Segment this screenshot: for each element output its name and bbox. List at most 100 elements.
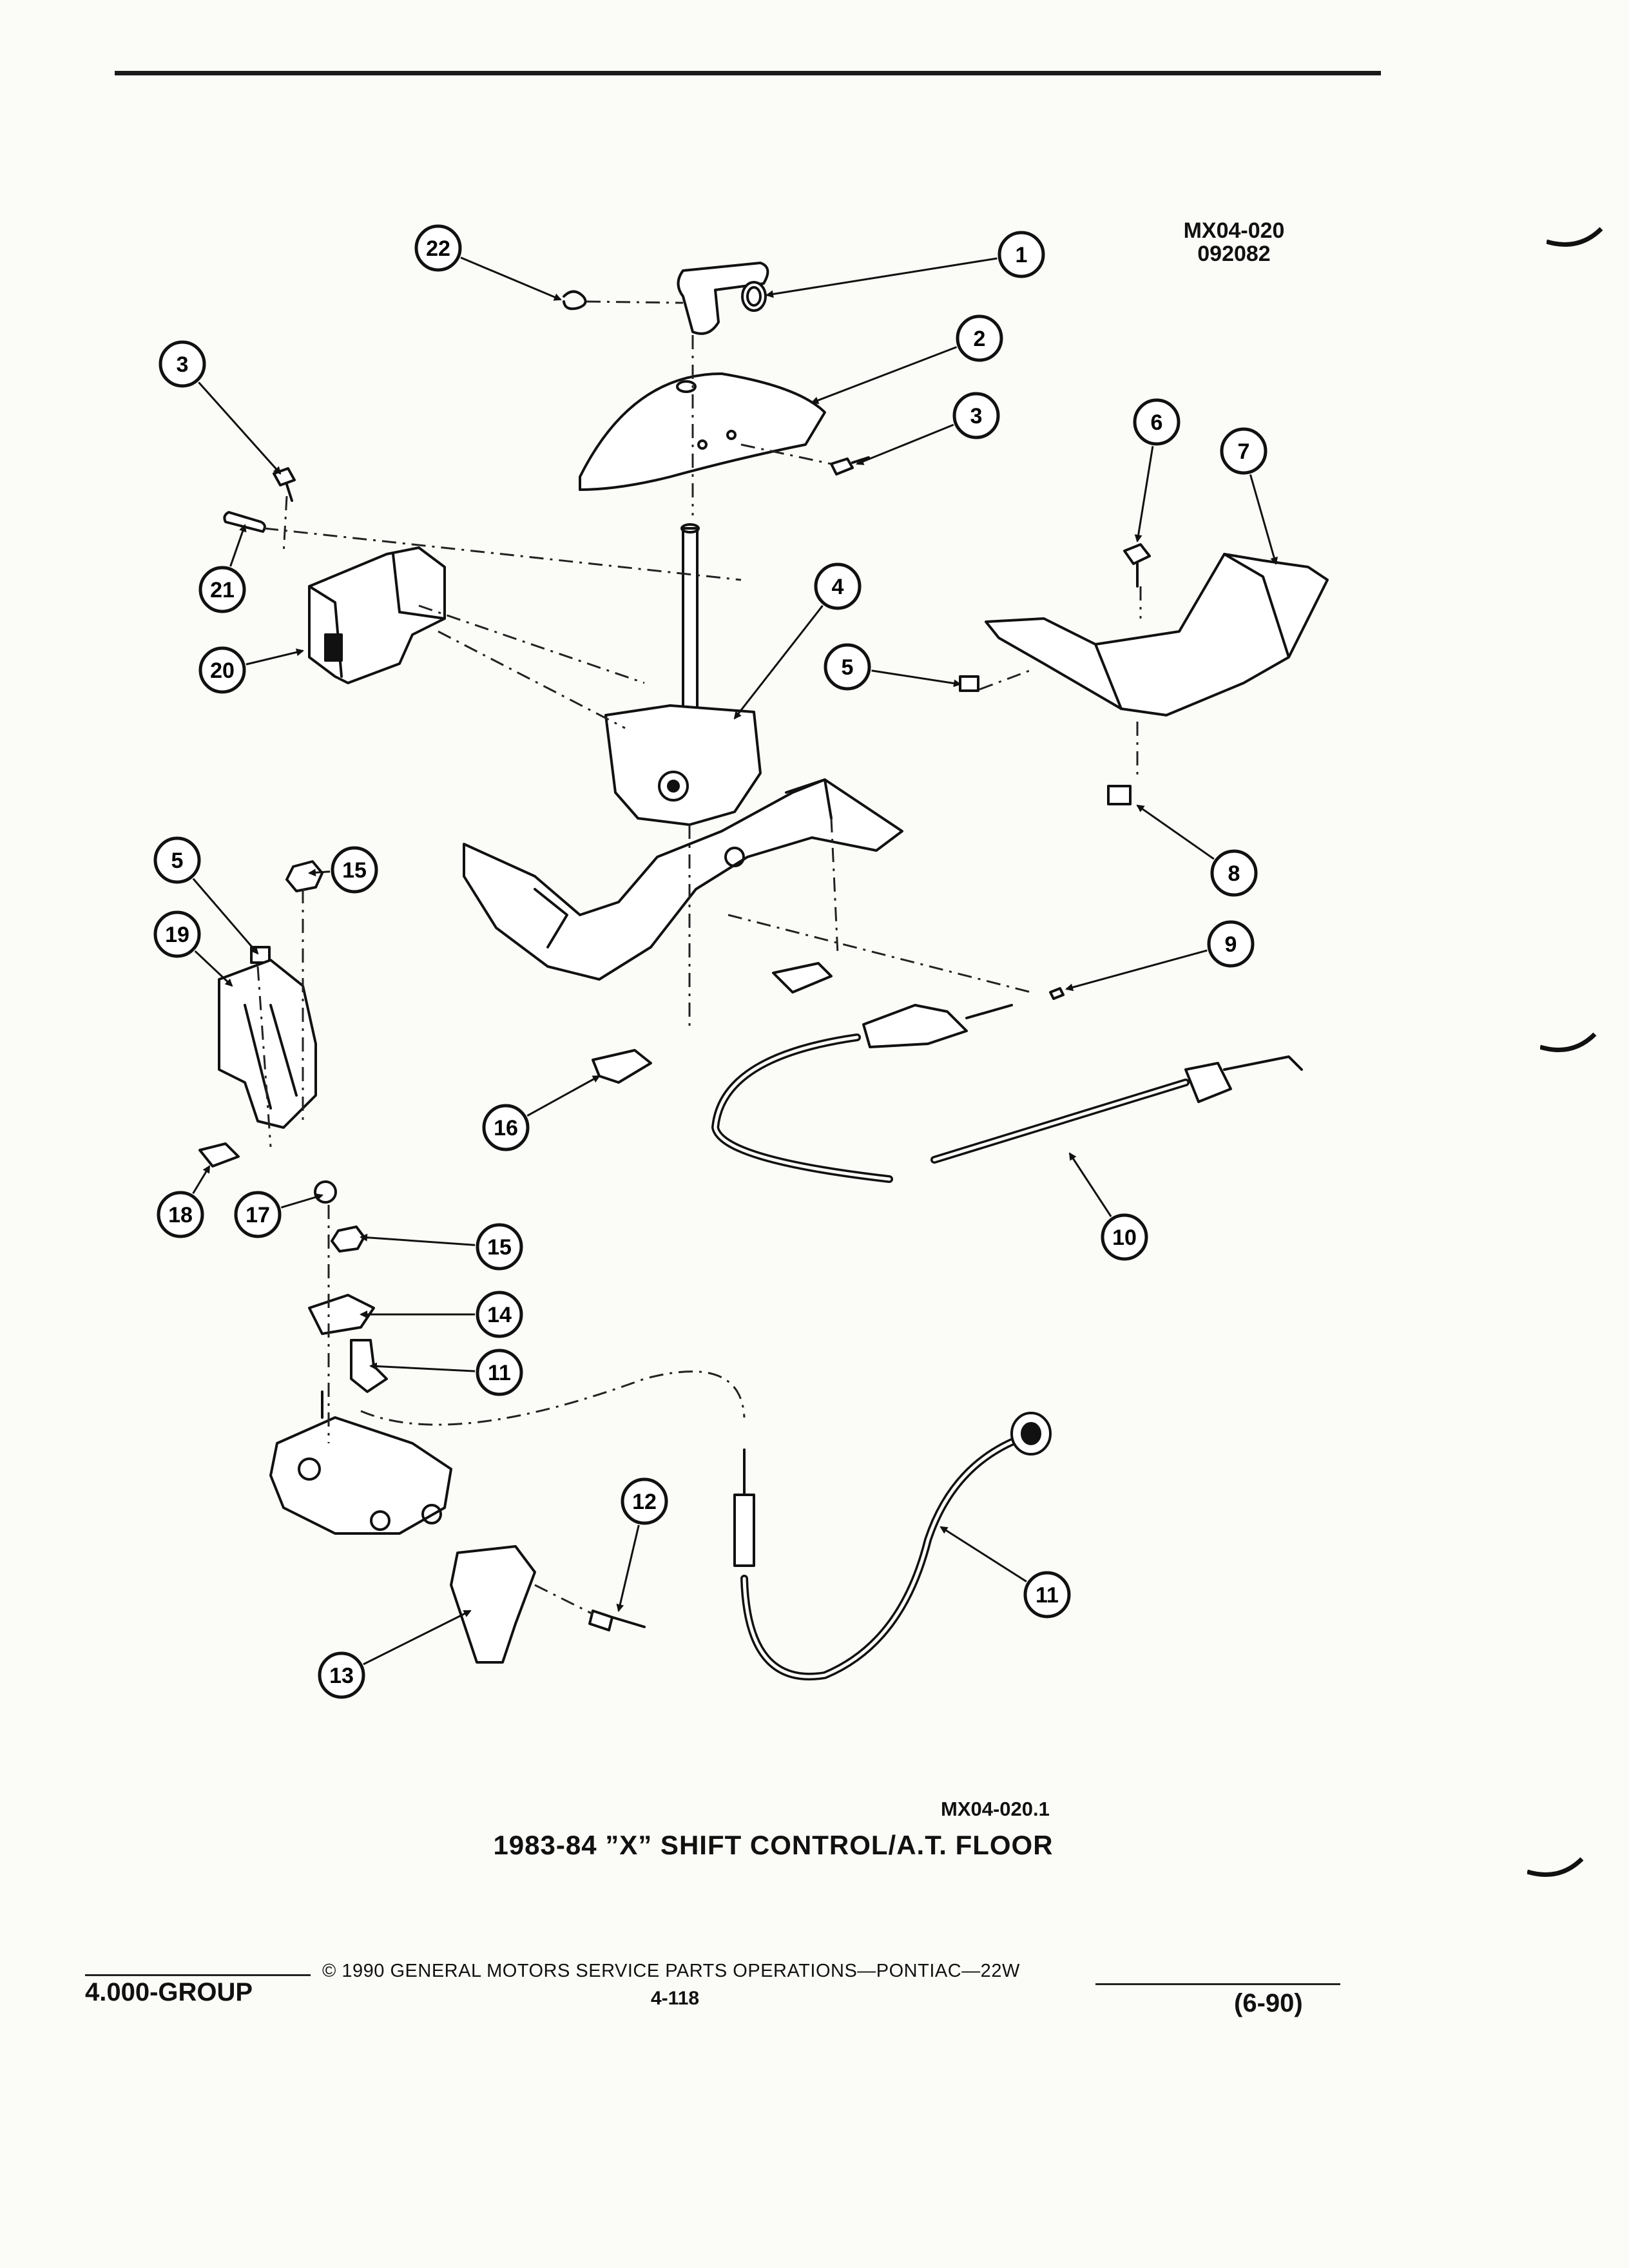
callout-number: 4 <box>832 575 844 599</box>
callout-18: 18 <box>157 1165 211 1238</box>
binder-mark <box>1547 227 1603 247</box>
callout-16: 16 <box>482 1075 601 1151</box>
drawing-code: MX04-020 <box>1183 218 1285 243</box>
callout-circle <box>1210 849 1258 897</box>
callout-circle <box>956 314 1003 362</box>
leader-line <box>1249 474 1278 565</box>
callout-circle <box>153 836 201 884</box>
bolt-part <box>1123 543 1151 588</box>
callout-circle <box>157 1191 204 1238</box>
callout-circle <box>1023 1571 1071 1619</box>
screw-part <box>273 467 296 502</box>
washer-bracket-part <box>308 1294 375 1335</box>
detent-bracket-part <box>308 546 446 684</box>
shifter-assembly-part <box>463 523 903 981</box>
leader-line <box>246 648 304 666</box>
cable-clip-part <box>198 1142 240 1168</box>
callout-15: 15 <box>308 846 378 894</box>
callout-circle <box>482 1104 530 1151</box>
nut-clip-part <box>959 675 979 692</box>
callout-circle <box>476 1349 523 1396</box>
callout-number: 5 <box>171 849 184 873</box>
callout-number: 5 <box>842 655 854 680</box>
nut-part <box>331 1225 365 1253</box>
retaining-clip-part <box>563 290 587 311</box>
leader-line <box>1134 446 1154 543</box>
callout-circle <box>331 846 378 894</box>
cable-stud-part <box>350 1339 388 1393</box>
callout-circle <box>414 224 462 272</box>
leader-line <box>369 1362 476 1372</box>
callout-circle <box>1220 427 1268 475</box>
callout-3: 3 <box>856 392 1000 465</box>
callout-number: 3 <box>177 352 189 377</box>
leader-line <box>1068 1152 1112 1218</box>
leader-line <box>229 524 247 567</box>
callout-number: 11 <box>1036 1583 1059 1608</box>
leader-line <box>308 869 331 877</box>
exploded-parts-diagram: 2212336745212051519981610181715141112111… <box>153 224 1329 1699</box>
callout-circle <box>159 340 206 388</box>
callout-6: 6 <box>1133 398 1181 543</box>
callout-circle <box>476 1291 523 1338</box>
copyright-line: © 1990 GENERAL MOTORS SERVICE PARTS OPER… <box>322 1961 1020 1981</box>
callout-circle <box>476 1223 523 1271</box>
shift-cable-part <box>711 1004 1303 1183</box>
callout-number: 9 <box>1225 932 1237 957</box>
callout-number: 10 <box>1112 1225 1137 1250</box>
callout-circle <box>1101 1213 1148 1261</box>
callout-number: 18 <box>168 1203 193 1227</box>
callout-number: 17 <box>246 1203 270 1227</box>
callout-14: 14 <box>360 1291 523 1338</box>
group-number: 4.000-GROUP <box>85 1978 253 2006</box>
callout-5: 5 <box>824 643 961 691</box>
callout-number: 15 <box>342 858 367 883</box>
callout-10: 10 <box>1068 1152 1148 1261</box>
drawing-reference-code: MX04-020 092082 <box>1153 219 1315 265</box>
nut-part <box>314 1180 337 1204</box>
callout-number: 6 <box>1151 410 1163 435</box>
cable-support-bracket-part <box>450 1545 536 1664</box>
callout-8: 8 <box>1136 804 1258 897</box>
footer-rule <box>1095 1983 1340 1985</box>
callout-number: 3 <box>970 404 983 428</box>
leader-line <box>940 1526 1027 1582</box>
page-number: 4-118 <box>651 1988 700 2009</box>
cable-clip-part <box>592 1049 652 1084</box>
pin-part <box>223 511 266 533</box>
callout-number: 16 <box>494 1116 518 1140</box>
callout-number: 14 <box>487 1303 512 1327</box>
callout-9: 9 <box>1065 920 1255 992</box>
leader-line <box>811 346 958 405</box>
mounting-bracket-part <box>985 553 1329 716</box>
leader-line <box>526 1075 601 1117</box>
binder-mark <box>1540 1032 1597 1052</box>
callout-number: 13 <box>329 1664 354 1688</box>
leader-line <box>198 381 282 475</box>
callout-2: 2 <box>811 314 1003 405</box>
callout-number: 20 <box>210 658 235 683</box>
leader-line <box>766 257 998 298</box>
callout-number: 8 <box>1228 861 1240 886</box>
leader-line <box>871 669 961 687</box>
callout-12: 12 <box>616 1477 668 1612</box>
footer-group-rule <box>85 1974 311 1976</box>
leader-line <box>856 423 954 465</box>
screw-part <box>830 456 870 476</box>
leader-line <box>360 1233 476 1246</box>
revision-date: (6-90) <box>1234 1989 1303 2017</box>
callout-20: 20 <box>198 646 304 694</box>
shift-knob-part <box>677 262 769 335</box>
callout-circle <box>318 1651 365 1699</box>
leader-line <box>192 878 259 955</box>
callout-4: 4 <box>733 562 862 720</box>
callout-circle <box>824 643 871 691</box>
callout-circle <box>952 392 1000 439</box>
callout-number: 7 <box>1238 439 1250 464</box>
leader-line <box>194 950 233 987</box>
leader-line <box>363 1610 472 1666</box>
callout-11: 11 <box>940 1526 1071 1619</box>
callout-5: 5 <box>153 836 259 955</box>
leader-line <box>1065 949 1208 992</box>
callout-number: 12 <box>632 1490 657 1514</box>
